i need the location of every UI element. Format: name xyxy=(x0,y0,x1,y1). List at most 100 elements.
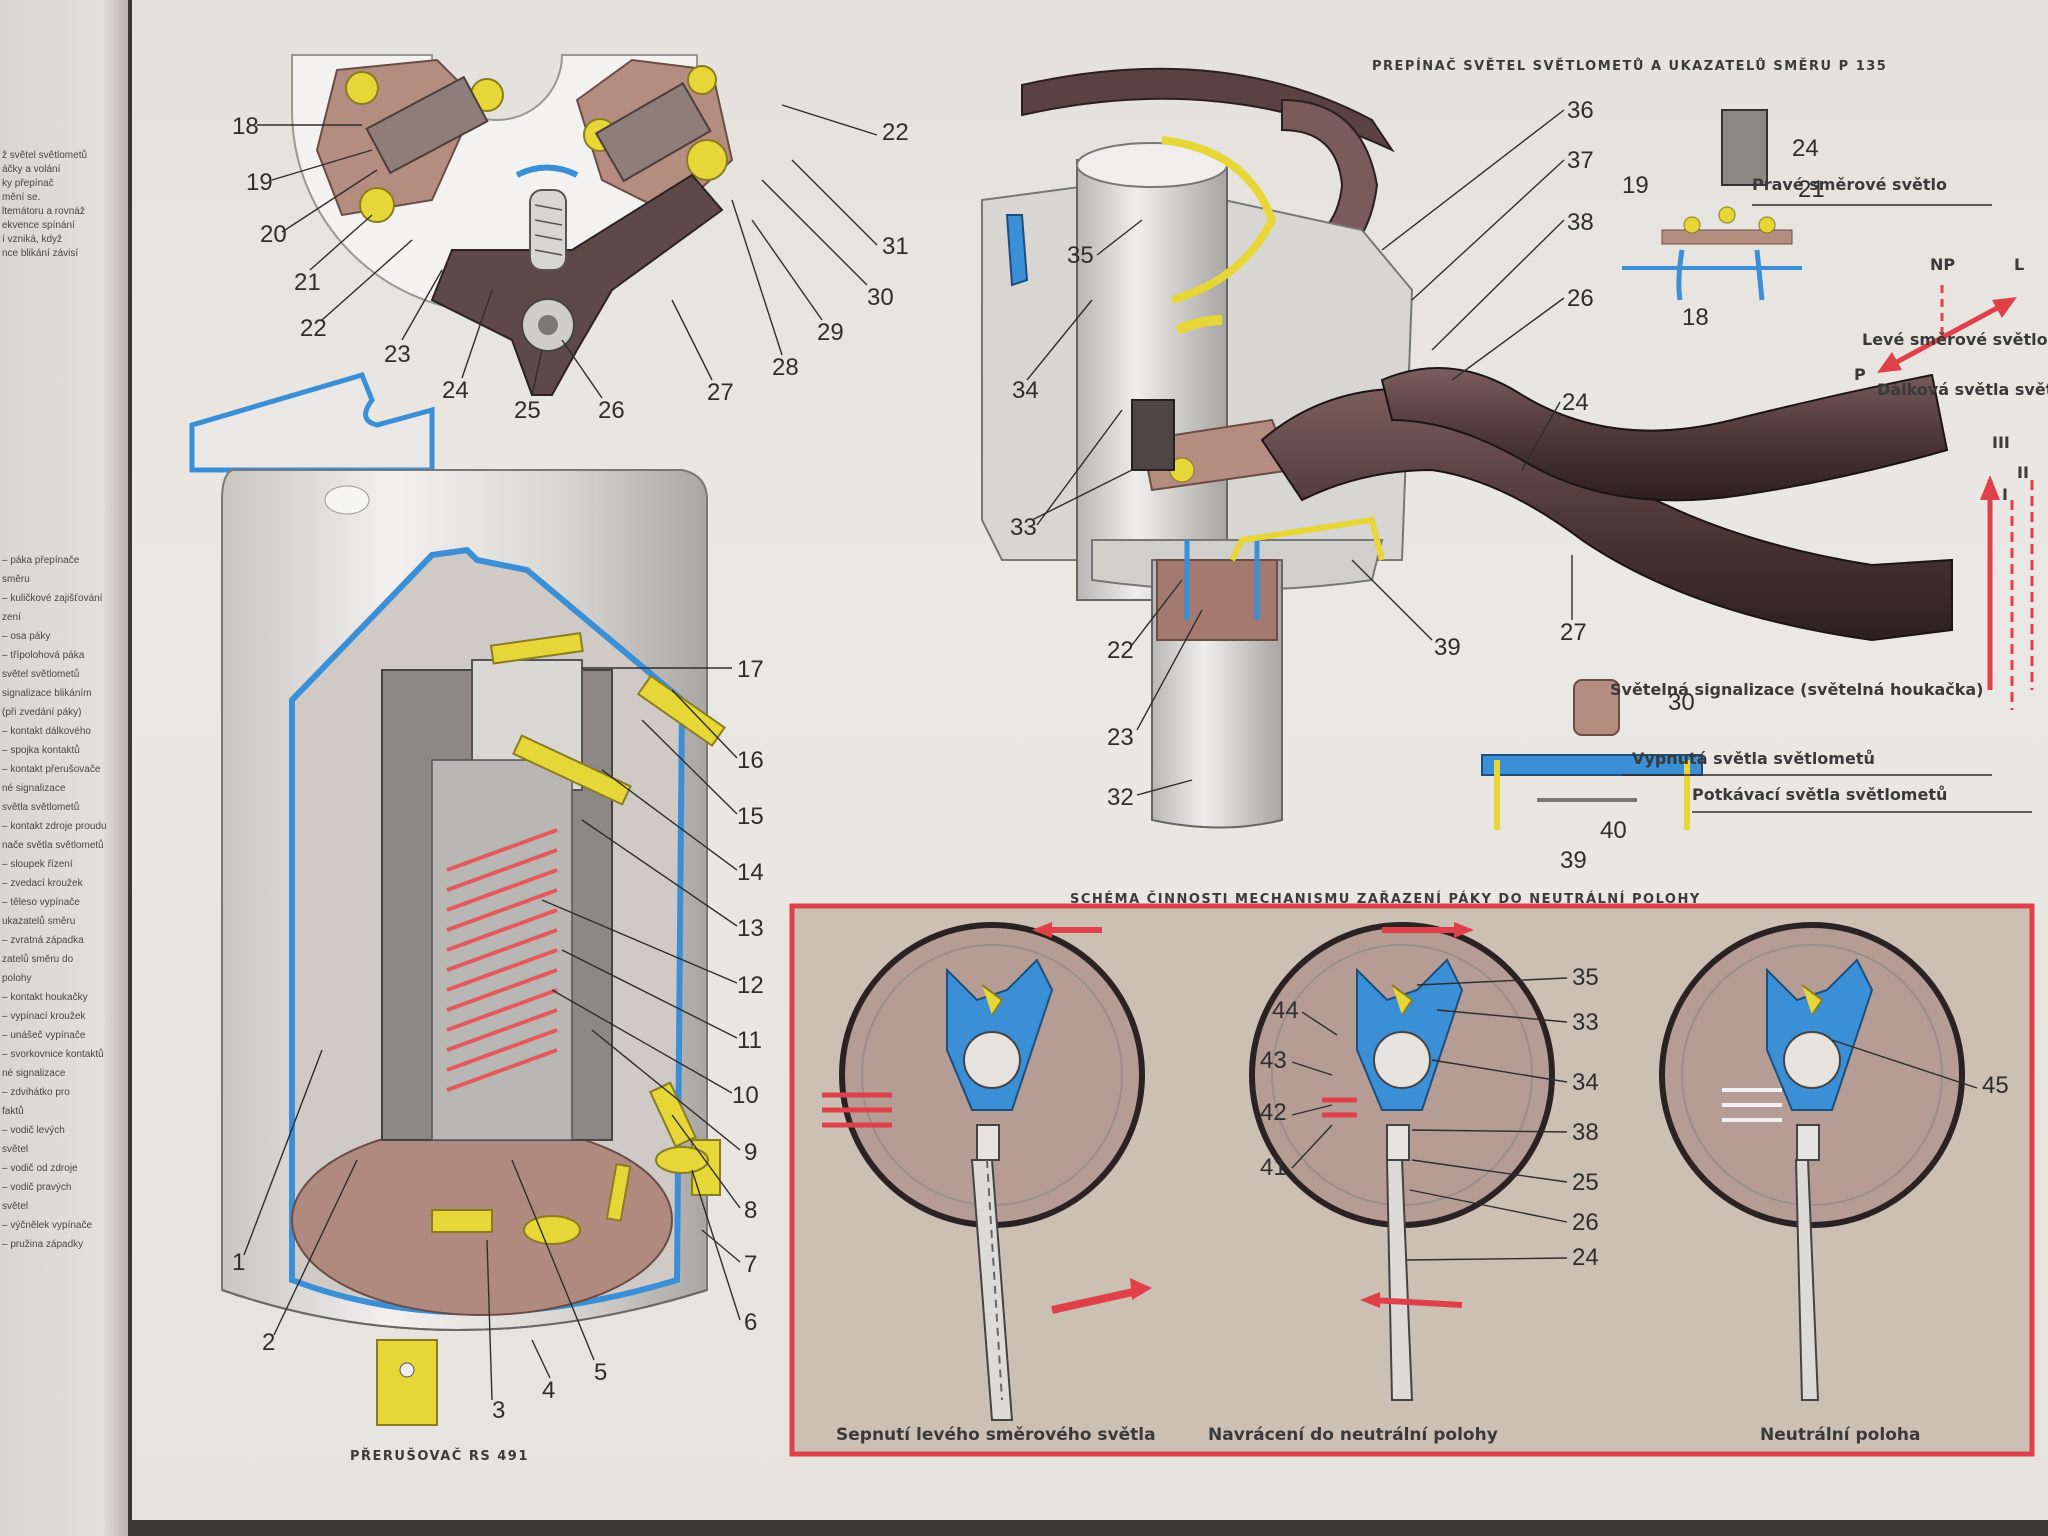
svg-text:Dálková světla světlometů: Dálková světla světlometů xyxy=(1877,380,2048,399)
svg-text:21: 21 xyxy=(1798,176,1825,203)
svg-text:44: 44 xyxy=(1272,997,1299,1024)
svg-text:Neutrální poloha: Neutrální poloha xyxy=(1760,1425,1920,1445)
svg-text:1: 1 xyxy=(232,1249,245,1276)
svg-text:8: 8 xyxy=(744,1197,757,1224)
svg-text:13: 13 xyxy=(737,915,764,942)
svg-text:11: 11 xyxy=(737,1027,762,1054)
svg-text:23: 23 xyxy=(1107,724,1134,751)
left-page-text: – spojka kontaktů xyxy=(2,745,80,756)
svg-text:33: 33 xyxy=(1572,1009,1599,1036)
svg-text:45: 45 xyxy=(1982,1072,2009,1099)
left-page-text: ekvence spínání xyxy=(2,220,75,231)
svg-text:39: 39 xyxy=(1560,847,1587,874)
switch-title: PREPÍNAČ SVĚTEL SVĚTLOMETŮ A UKAZATELŮ S… xyxy=(1372,58,1887,74)
svg-text:35: 35 xyxy=(1572,964,1599,991)
svg-text:III: III xyxy=(1992,433,2010,452)
svg-text:19: 19 xyxy=(1622,172,1649,199)
direction-annotations: Pravé směrové světlo Levé směrové světlo… xyxy=(1610,175,2048,813)
left-page-text: světel xyxy=(2,1144,29,1155)
left-page-text: signalizace blikáním xyxy=(2,688,92,699)
svg-text:L: L xyxy=(2014,255,2024,274)
svg-text:25: 25 xyxy=(1572,1169,1599,1196)
schema-middle: Navrácení do neutrální polohy 44 43 42 4… xyxy=(1208,922,1599,1445)
left-right-arrow xyxy=(1880,297,2014,373)
svg-text:Pravé směrové světlo: Pravé směrové světlo xyxy=(1752,175,1947,194)
svg-text:24: 24 xyxy=(1792,135,1819,162)
svg-text:39: 39 xyxy=(1434,634,1461,661)
left-page-text: – sloupek řízení xyxy=(2,859,73,870)
schema-left: Sepnutí levého směrového světla xyxy=(822,922,1156,1445)
svg-text:Levé směrové světlo: Levé směrové světlo xyxy=(1862,330,2048,349)
svg-text:22: 22 xyxy=(1107,637,1134,664)
left-page-text: nače světla světlometů xyxy=(2,840,104,851)
left-page-text: světel světlometů xyxy=(2,669,80,680)
svg-text:30: 30 xyxy=(867,284,894,311)
top-left-callouts: 18 19 20 21 22 23 24 25 26 27 xyxy=(232,104,909,424)
left-page-text: – kontakt zdroje proudu xyxy=(2,821,107,832)
svg-text:40: 40 xyxy=(1600,817,1627,844)
svg-text:37: 37 xyxy=(1567,147,1594,174)
svg-text:38: 38 xyxy=(1572,1119,1599,1146)
left-page-text: – vodič pravých xyxy=(2,1182,72,1193)
left-page-text: (při zvedání páky) xyxy=(2,707,82,718)
left-page-text: – páka přepínače xyxy=(2,555,80,566)
left-page-text: né signalizace xyxy=(2,1068,66,1079)
mounting-bracket xyxy=(189,371,435,473)
svg-text:23: 23 xyxy=(384,341,411,368)
svg-text:Potkávací světla světlometů: Potkávací světla světlometů xyxy=(1692,785,1947,804)
svg-text:38: 38 xyxy=(1567,209,1594,236)
svg-text:24: 24 xyxy=(1562,389,1589,416)
svg-text:3: 3 xyxy=(492,1397,505,1424)
svg-text:26: 26 xyxy=(598,397,625,424)
left-page-text: ukazatelů směru xyxy=(2,916,76,927)
interrupter-caption: PŘERUŠOVAČ RS 491 xyxy=(350,1448,529,1464)
svg-text:Sepnutí levého směrového světl: Sepnutí levého směrového světla xyxy=(836,1425,1156,1445)
coil-winding xyxy=(446,828,558,1092)
svg-text:I: I xyxy=(2002,485,2008,504)
svg-text:22: 22 xyxy=(882,119,909,146)
neutral-mechanism-schema: SCHÉMA ČINNOSTI MECHANISMU ZAŘAZENÍ PÁKY… xyxy=(789,891,2035,1457)
left-page-text: – unášeč vypínače xyxy=(2,1030,86,1041)
combination-switch-p135: PREPÍNAČ SVĚTEL SVĚTLOMETŮ A UKAZATELŮ S… xyxy=(981,58,2048,874)
detail-lift: 30 40 39 xyxy=(1481,679,1703,874)
svg-text:21: 21 xyxy=(294,269,321,296)
terminal-tab xyxy=(376,1339,438,1426)
left-page-text: – osa páky xyxy=(2,631,51,642)
left-page-text: – těleso vypínače xyxy=(2,897,80,908)
svg-text:42: 42 xyxy=(1260,1099,1287,1126)
technical-diagram: 18 19 20 21 22 23 24 25 26 27 xyxy=(189,54,2048,1464)
left-page-text: ky přepínač xyxy=(2,178,54,189)
left-page-text: áčky a volání xyxy=(2,164,61,175)
svg-text:6: 6 xyxy=(744,1309,757,1336)
svg-text:31: 31 xyxy=(882,233,909,260)
left-page-text: né signalizace xyxy=(2,783,66,794)
svg-text:2: 2 xyxy=(262,1329,275,1356)
left-page-text: mění se. xyxy=(2,192,41,203)
left-page-text: – vodič levých xyxy=(2,1125,65,1136)
detail-contacts: 19 24 21 18 xyxy=(1622,109,1825,331)
switch-callouts: 36 37 38 26 24 27 39 35 34 33 xyxy=(1010,97,1594,811)
left-page-text: ž světel světlometů xyxy=(2,150,88,161)
svg-text:10: 10 xyxy=(732,1082,759,1109)
svg-text:5: 5 xyxy=(594,1359,607,1386)
steering-rim xyxy=(1021,67,1395,153)
svg-text:Vypnutá světla světlometů: Vypnutá světla světlometů xyxy=(1632,749,1875,768)
svg-text:33: 33 xyxy=(1010,514,1037,541)
interrupter-rs491: PŘERUŠOVAČ RS 491 1 2 3 4 5 6 7 8 9 xyxy=(189,371,764,1464)
svg-text:36: 36 xyxy=(1567,97,1594,124)
svg-text:Navrácení do neutrální polohy: Navrácení do neutrální polohy xyxy=(1208,1425,1498,1445)
left-page-text: – kuličkové zajišťování xyxy=(2,593,103,604)
svg-text:29: 29 xyxy=(817,319,844,346)
svg-text:19: 19 xyxy=(246,169,273,196)
left-page-text: světel xyxy=(2,1201,29,1212)
left-page-text: – vodič od zdroje xyxy=(2,1163,78,1174)
diagram-page: 18 19 20 21 22 23 24 25 26 27 xyxy=(132,0,2048,1520)
svg-text:26: 26 xyxy=(1567,285,1594,312)
svg-text:32: 32 xyxy=(1107,784,1134,811)
lever-hub xyxy=(430,173,724,396)
svg-text:28: 28 xyxy=(772,354,799,381)
svg-text:26: 26 xyxy=(1572,1209,1599,1236)
svg-text:15: 15 xyxy=(737,803,764,830)
left-page-text: – zdvihátko pro xyxy=(2,1087,70,1098)
left-page-text: – vypínací kroužek xyxy=(2,1011,86,1022)
